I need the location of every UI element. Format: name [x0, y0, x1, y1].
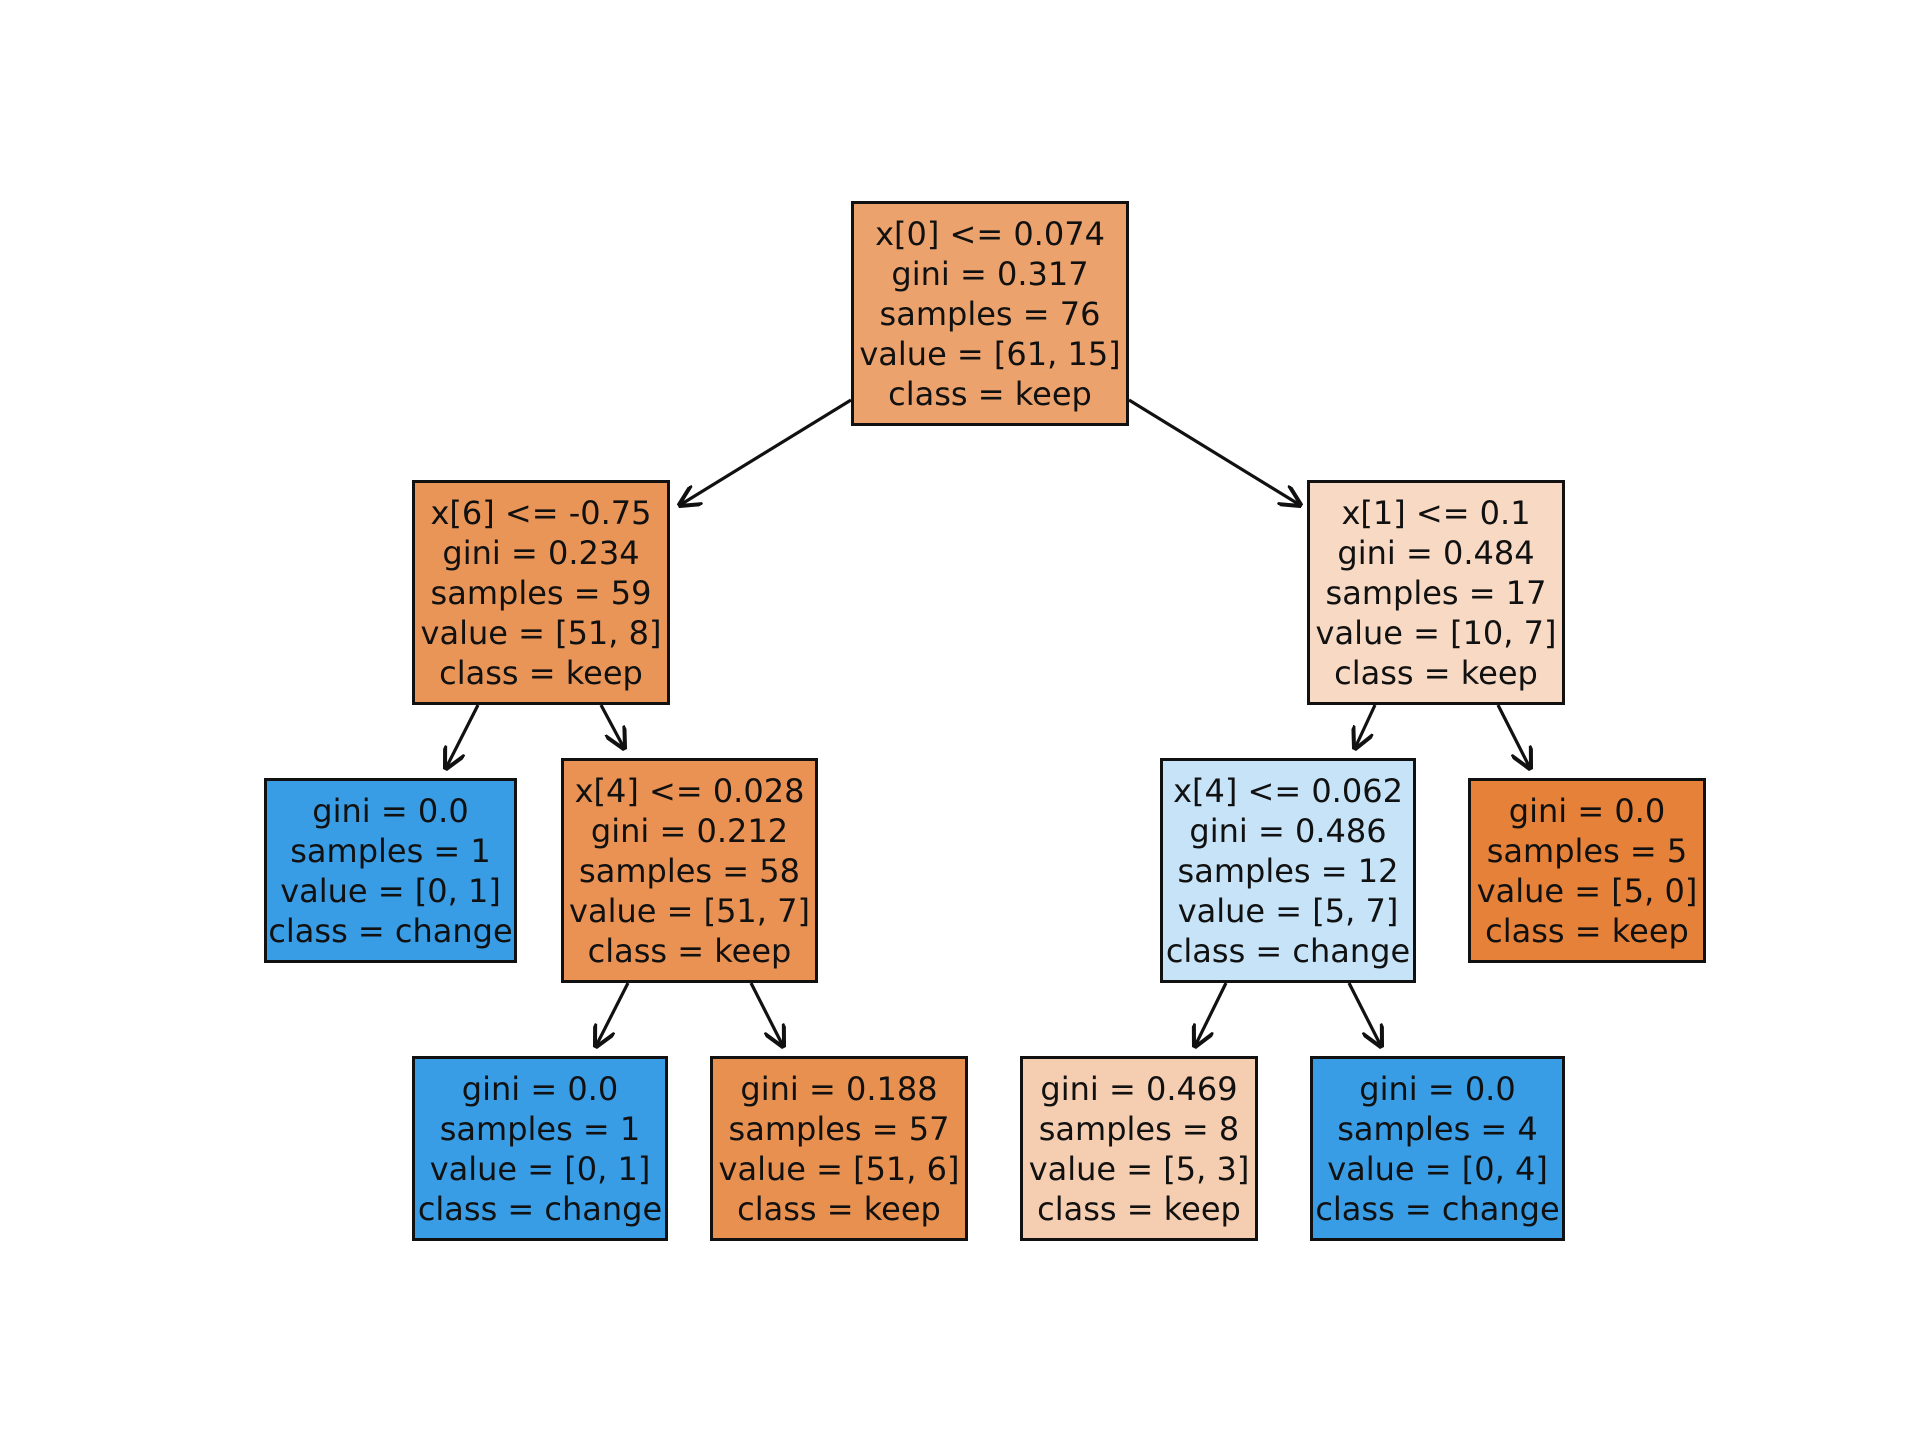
edge-n6-n7	[1355, 704, 1377, 748]
node-text-line: x[1] <= 0.1	[1341, 493, 1531, 532]
node-text-line: samples = 5	[1486, 831, 1688, 870]
node-text-line: value = [51, 6]	[718, 1149, 960, 1188]
node-text-line: x[4] <= 0.062	[1173, 771, 1403, 810]
edge-n0-n6	[1128, 398, 1300, 505]
node-text-line: value = [51, 8]	[420, 613, 662, 652]
node-text-line: gini = 0.0	[461, 1069, 619, 1108]
node-text-line: value = [51, 7]	[569, 891, 810, 930]
node-text-line: samples = 12	[1177, 851, 1399, 890]
node-text-line: gini = 0.212	[590, 811, 789, 850]
node-text-line: class = change	[268, 911, 513, 950]
edge-n7-n8	[1195, 982, 1228, 1046]
node-text-line: gini = 0.0	[312, 791, 469, 830]
node-text-line: class = keep	[1037, 1189, 1241, 1228]
node-text-line: value = [5, 7]	[1177, 891, 1399, 930]
node-text-line: x[4] <= 0.028	[574, 771, 805, 810]
node-text-line: x[0] <= 0.074	[875, 214, 1105, 253]
node-text-line: class = keep	[587, 931, 792, 970]
edge-n1-n3	[599, 704, 624, 748]
node-text-line: samples = 1	[439, 1109, 641, 1148]
node-text-line: value = [5, 3]	[1028, 1149, 1250, 1188]
node-text-line: samples = 8	[1038, 1109, 1240, 1148]
node-text-line: value = [0, 1]	[280, 871, 501, 910]
node-text-line: class = keep	[888, 374, 1092, 413]
node-text-line: gini = 0.317	[891, 254, 1089, 293]
node-text-line: x[6] <= -0.75	[430, 493, 652, 532]
node-text-line: class = change	[1165, 931, 1411, 970]
node-text-line: value = [61, 15]	[859, 334, 1121, 373]
node-text-line: value = [0, 4]	[1327, 1149, 1548, 1188]
edge-n7-n9	[1347, 982, 1381, 1046]
node-text-line: class = keep	[1334, 653, 1538, 692]
node-text-line: class = keep	[439, 653, 643, 692]
node-text-line: value = [0, 1]	[429, 1149, 651, 1188]
node-text-line: gini = 0.484	[1337, 533, 1535, 572]
node-text-line: value = [10, 7]	[1315, 613, 1557, 652]
node-text-line: gini = 0.0	[1508, 791, 1666, 830]
node-text-line: samples = 1	[290, 831, 491, 870]
node-text-line: samples = 59	[430, 573, 652, 612]
node-text-line: samples = 4	[1337, 1109, 1538, 1148]
node-text-line: samples = 76	[879, 294, 1101, 333]
edge-n6-n10	[1496, 704, 1530, 768]
node-text-line: class = keep	[1485, 911, 1689, 950]
edge-n1-n2	[446, 704, 480, 768]
node-text-line: gini = 0.0	[1359, 1069, 1516, 1108]
node-text-line: gini = 0.234	[442, 533, 640, 572]
node-text-line: samples = 17	[1325, 573, 1547, 612]
edge-n0-n1	[680, 398, 852, 505]
edge-n3-n4	[596, 982, 630, 1046]
node-text-line: gini = 0.469	[1040, 1069, 1238, 1108]
node-text-line: class = keep	[737, 1189, 941, 1228]
node-text-line: value = [5, 0]	[1476, 871, 1698, 910]
node-text-line: gini = 0.486	[1189, 811, 1387, 850]
node-text-line: gini = 0.188	[740, 1069, 938, 1108]
node-text-line: samples = 58	[579, 851, 800, 890]
node-text-line: samples = 57	[728, 1109, 950, 1148]
edge-n3-n5	[749, 982, 783, 1046]
node-text-line: class = change	[1315, 1189, 1560, 1228]
node-text-line: class = change	[417, 1189, 663, 1228]
